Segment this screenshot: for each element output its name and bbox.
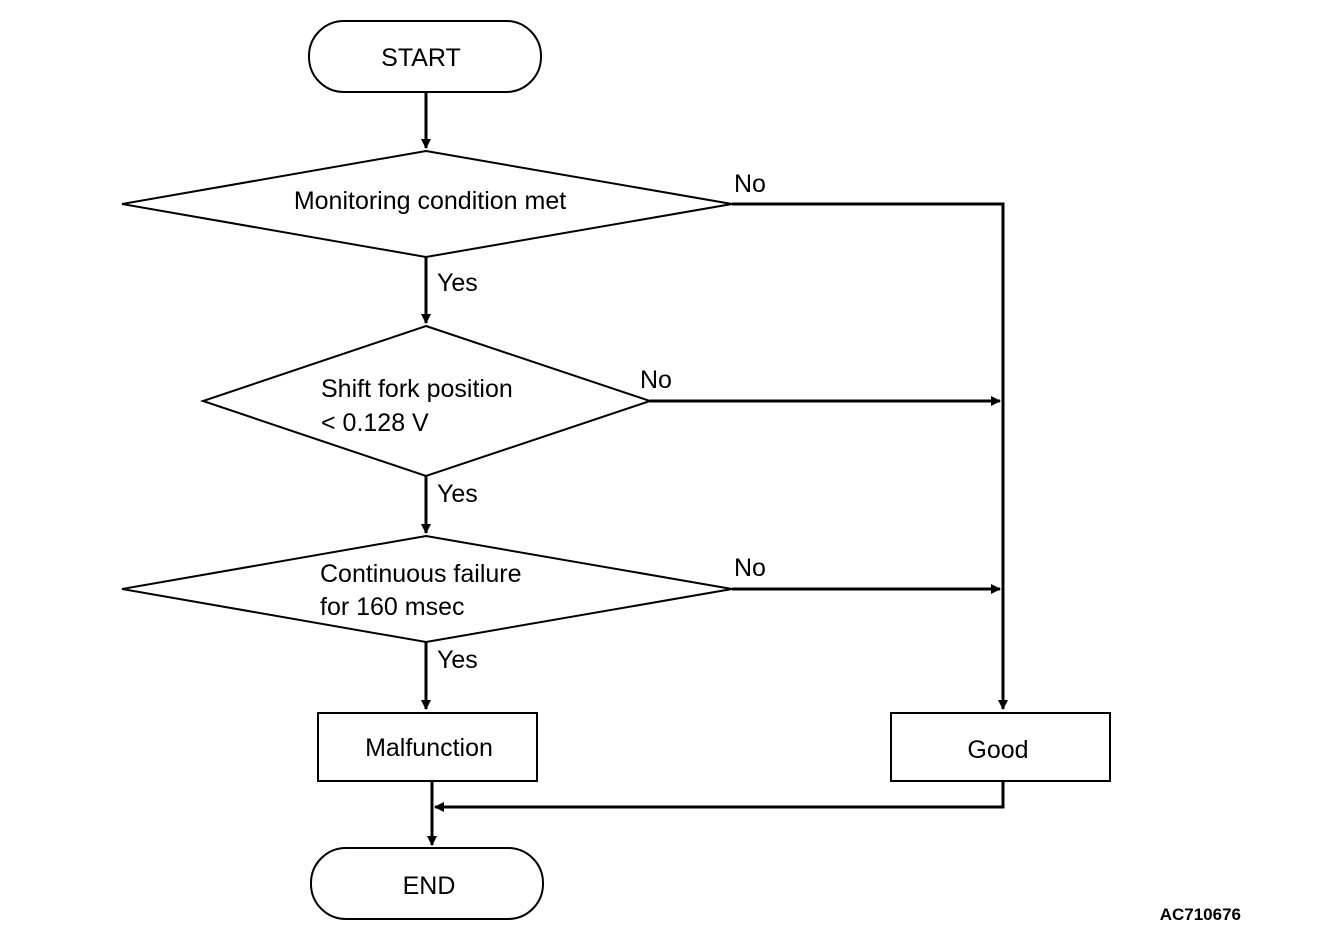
decision3-diamond	[121, 534, 733, 644]
arrow-good-to-end	[434, 781, 1005, 812]
start-label: START	[381, 44, 461, 72]
decision2-label-line2: < 0.128 V	[321, 409, 429, 437]
good-label: Good	[967, 736, 1028, 764]
decision2-yes-label: Yes	[437, 480, 478, 508]
decision2-label-line1: Shift fork position	[321, 375, 513, 403]
start-terminal	[308, 20, 542, 93]
reference-code: AC710676	[1160, 905, 1241, 924]
decision1-label: Monitoring condition met	[294, 187, 566, 215]
decision1-diamond	[121, 149, 733, 259]
end-terminal	[310, 847, 544, 920]
decision3-no-label: No	[734, 554, 766, 582]
malfunction-box	[317, 712, 538, 782]
decision2-no-label: No	[640, 366, 672, 394]
decision3-label-line2: for 160 msec	[320, 593, 465, 621]
decision3-yes-label: Yes	[437, 646, 478, 674]
decision3-label-line1: Continuous failure	[320, 560, 522, 588]
decision2-diamond	[199, 324, 654, 478]
end-label: END	[403, 872, 456, 900]
malfunction-label: Malfunction	[365, 734, 493, 762]
arrow-decision1-no	[732, 202, 1008, 710]
good-box	[890, 712, 1111, 782]
decision1-yes-label: Yes	[437, 269, 478, 297]
decision1-no-label: No	[734, 170, 766, 198]
